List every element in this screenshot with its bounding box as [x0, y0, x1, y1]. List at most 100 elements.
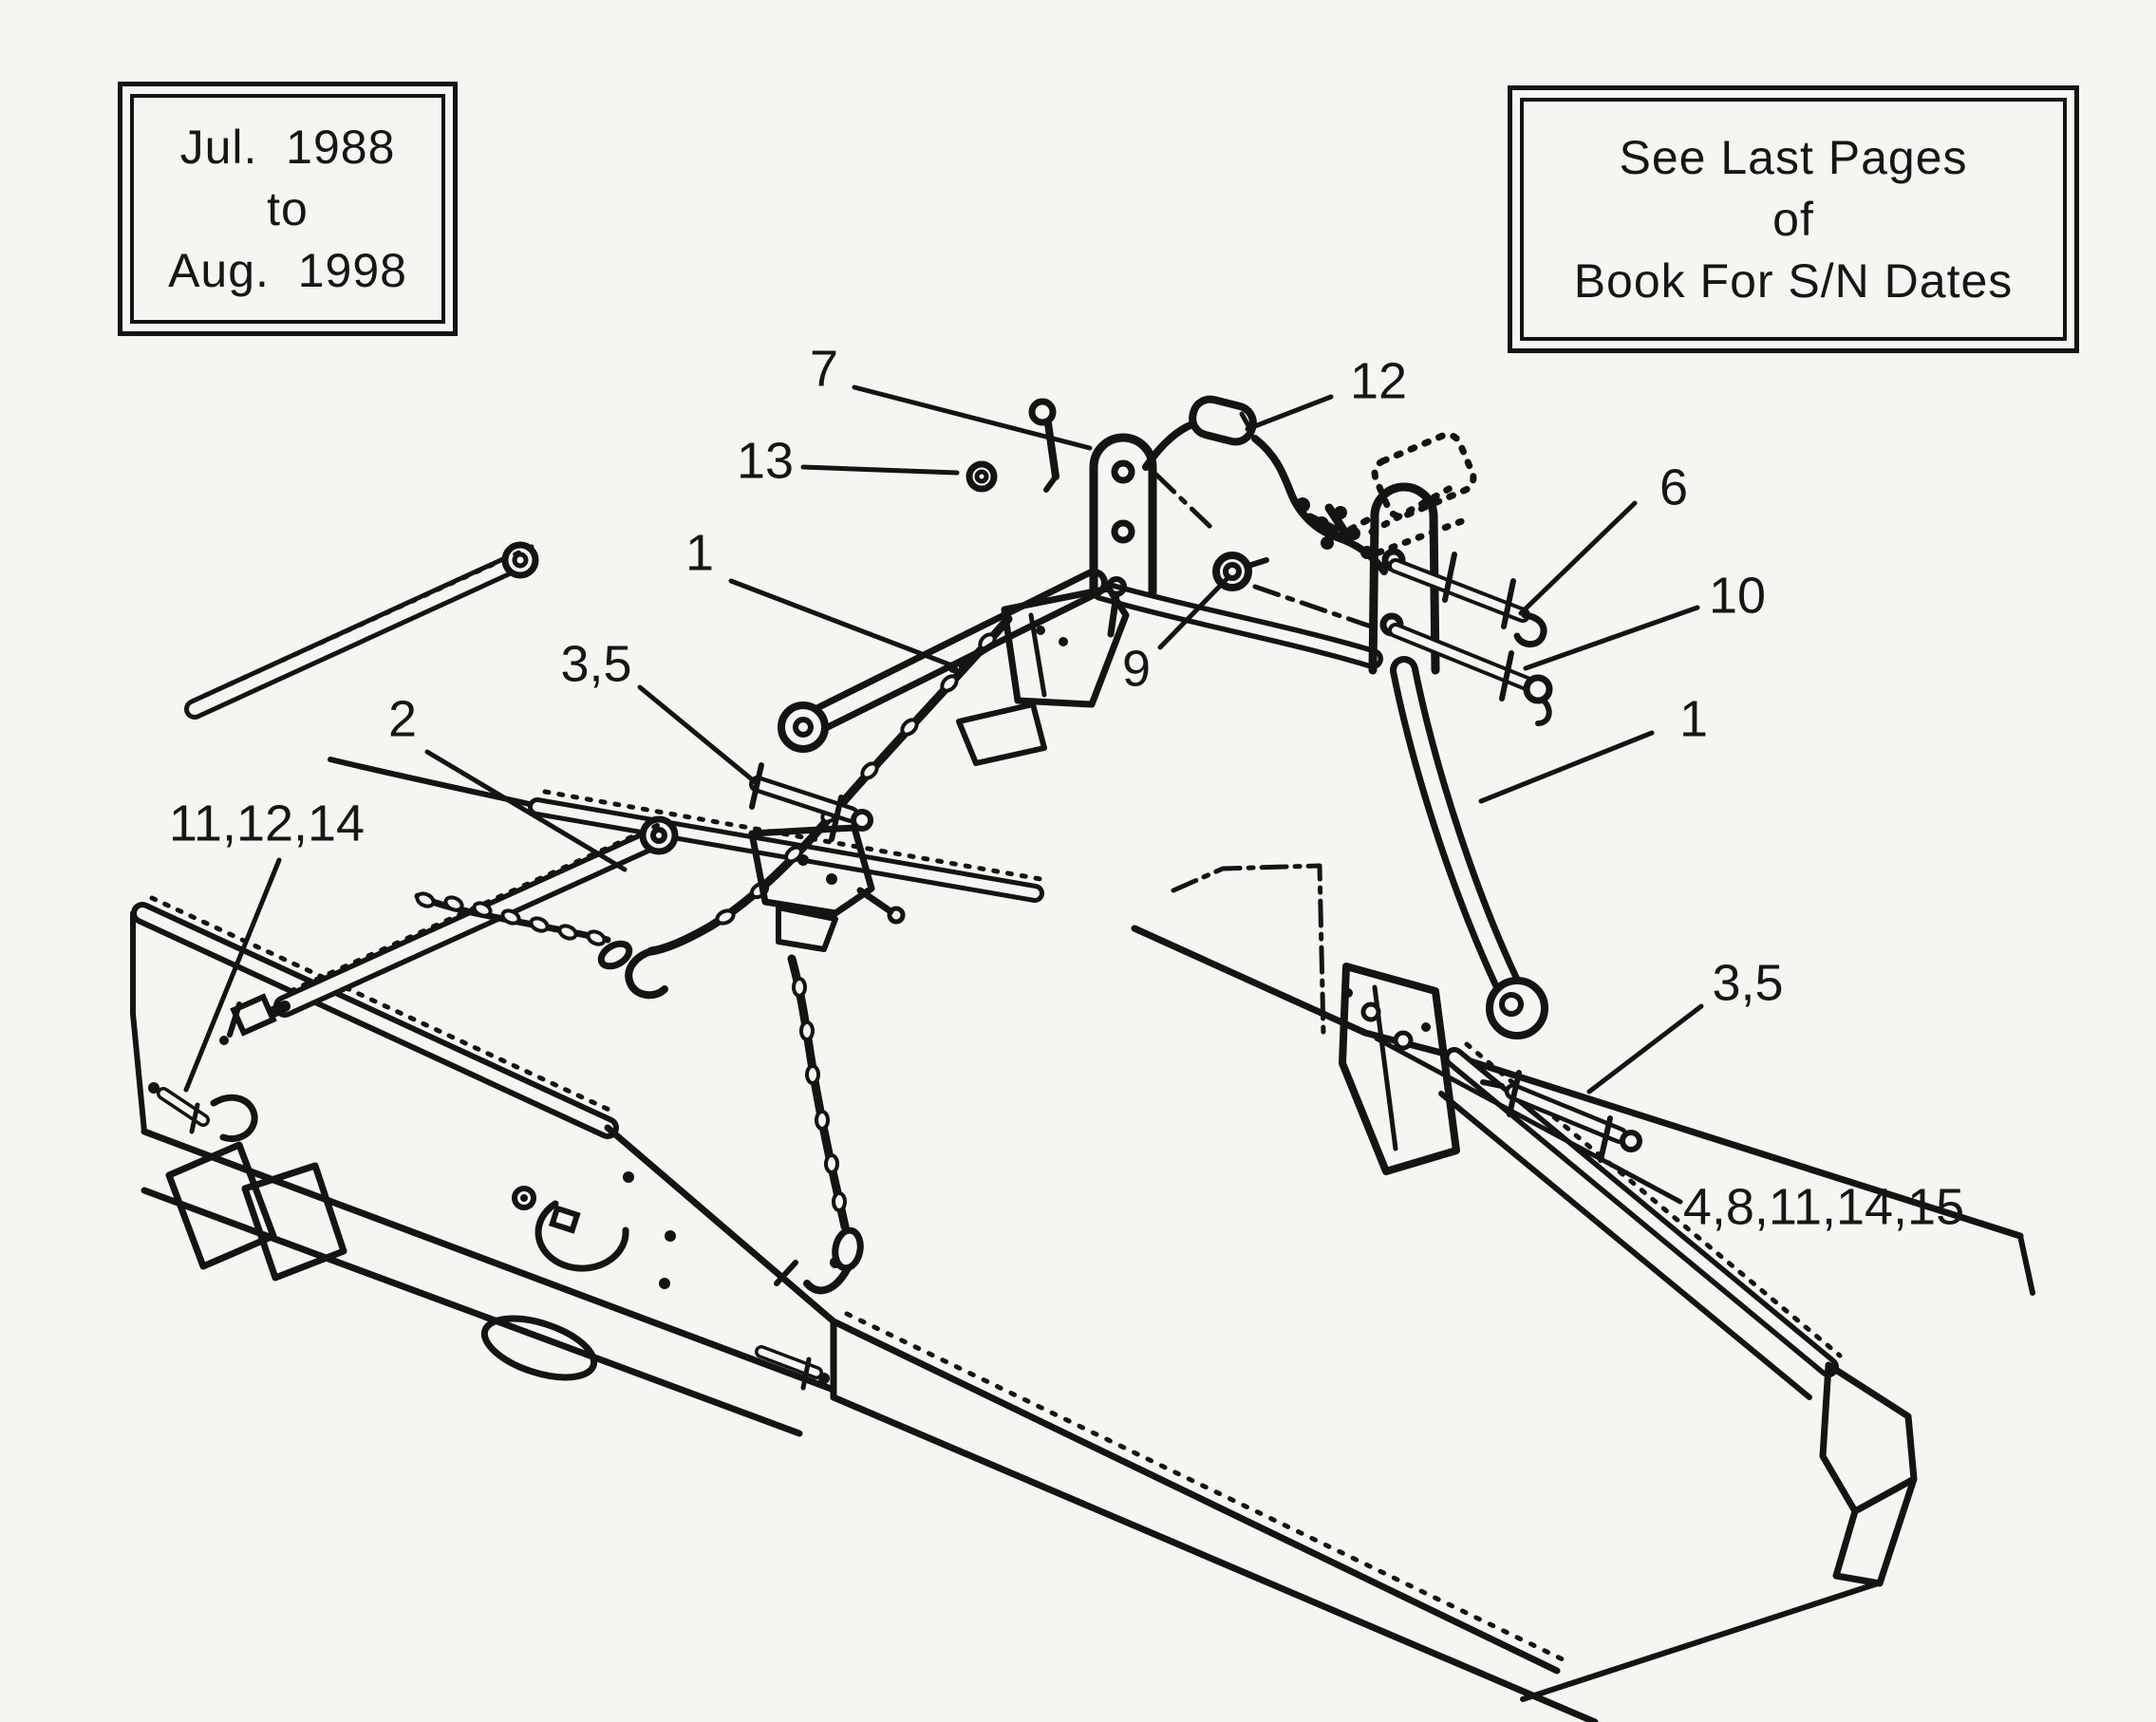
- right-arm-face: [1397, 663, 1525, 1012]
- pin35L-tick-2: [829, 795, 844, 842]
- bottom-chain-hook: [803, 1264, 852, 1295]
- bushing9-edge: [1246, 557, 1269, 569]
- leader-11-12-14: [183, 857, 282, 1093]
- chain-link: [860, 761, 879, 780]
- small-lynch-pin-shaft: [1107, 590, 1120, 638]
- deck-front-right-edge: [1520, 1581, 1881, 1702]
- deck-front-edge-serration: [844, 1311, 1565, 1662]
- center-bracket: [948, 576, 1130, 766]
- bar2-clevis-pin-dot: [219, 1036, 229, 1045]
- center-bracket-plate: [1001, 585, 1130, 708]
- ghost-shaft-line-2: [1375, 515, 1473, 556]
- deck-front-edge: [830, 1318, 1561, 1675]
- chain-link: [784, 845, 803, 864]
- callout-13: 13: [737, 432, 794, 489]
- right-bracket-hidden-outline: [1171, 863, 1326, 1038]
- lower-bar-part2: [219, 815, 679, 1045]
- nut-part13: [966, 460, 998, 493]
- upper-left-bar: [184, 541, 539, 720]
- bushing-part9: [1212, 552, 1269, 591]
- ghost-shaft-line-1: [1368, 484, 1454, 535]
- chain-link: [799, 1020, 815, 1041]
- upper-bar-face: [189, 554, 526, 715]
- callout-9: 9: [1122, 640, 1151, 697]
- left-anchor-stud-nut: [887, 906, 906, 925]
- bottom-chain-plate: [774, 1260, 798, 1286]
- sn-note-line-3: Book For S/N Dates: [1573, 253, 2014, 308]
- left-anchor-foot: [776, 905, 838, 952]
- leader-35-left: [637, 684, 760, 787]
- callout-10: 10: [1709, 567, 1766, 624]
- knot-link-6: [1360, 546, 1374, 559]
- leader-12: [1245, 394, 1334, 432]
- left-anchor-plate: [748, 824, 875, 917]
- callout-4-8-11-14-15: 4,8,11,14,15: [1683, 1178, 1964, 1235]
- deck-front-edge-lip: [830, 1394, 1599, 1722]
- leader-lines: [183, 384, 1704, 1205]
- left-anchor-bolt-1: [797, 854, 809, 866]
- callout-12: 12: [1350, 352, 1407, 409]
- deck: [130, 757, 2035, 1722]
- chain-link: [557, 924, 578, 941]
- pin35R-tick-1: [1507, 1070, 1522, 1117]
- right-bracket-hole-1: [1343, 988, 1353, 998]
- left-arm-face: [796, 575, 1101, 735]
- ghost-part-outline: [1371, 431, 1477, 520]
- leader-2: [424, 749, 628, 872]
- sn-note-line-1: See Last Pages: [1619, 130, 1968, 184]
- leader-4-8-11-14-15: [1374, 1036, 1683, 1205]
- date-range-box-inner: Jul. 1988 to Aug. 1998: [130, 94, 445, 324]
- top-chain-left: [1142, 421, 1196, 471]
- bar2-face: [278, 831, 664, 1013]
- deck-gusset-plate-2: [241, 1162, 347, 1282]
- left-chain-hook: [625, 947, 668, 1000]
- deck-front-left-edge: [141, 1128, 837, 1394]
- deck-corner-fold: [1819, 1361, 1918, 1515]
- deck-left-end: [130, 910, 147, 1134]
- pin35R-face: [1509, 1087, 1624, 1140]
- right-bracket-plate: [1339, 963, 1460, 1175]
- knot-bar-1: [1305, 513, 1340, 534]
- pivot-axis-right: [1252, 584, 1379, 631]
- callout-7: 7: [810, 340, 838, 397]
- deck-clevis-lug: [210, 1094, 258, 1142]
- sn-note-line-2: of: [1772, 192, 1814, 246]
- leader-35-right: [1586, 1003, 1704, 1095]
- pin7-shaft: [1044, 420, 1059, 480]
- deck-right-tip-edge: [2017, 1233, 2035, 1296]
- date-range-line-3: Aug. 1998: [168, 243, 407, 297]
- cross-member-face: [1096, 585, 1378, 664]
- bottom-bolt-dot: [520, 1194, 528, 1202]
- left-anchor-bolt-2: [826, 873, 837, 885]
- chain-link: [940, 674, 959, 693]
- bar2-rounded-end: [639, 815, 679, 855]
- pin11-tick: [189, 1102, 200, 1134]
- knot-link-1: [1295, 497, 1310, 513]
- deck-left-rail-to-corner: [604, 1124, 837, 1325]
- bolt6-clevis-end: [1513, 611, 1547, 647]
- left-chain-clevis: [597, 940, 633, 970]
- date-range-line-2: to: [267, 181, 309, 235]
- chain-link: [792, 977, 807, 998]
- right-bracket-hole-2: [1421, 1022, 1431, 1032]
- hardware: [148, 398, 1642, 1391]
- bar2-end-hole: [650, 827, 667, 844]
- left-mast-lower-hole: [1111, 519, 1135, 544]
- chain-link: [586, 929, 607, 946]
- pin35L-head: [851, 809, 873, 832]
- corner-pin-tick: [800, 1357, 812, 1391]
- date-range-line-1: Jul. 1988: [179, 120, 396, 174]
- pin-part10: [1388, 623, 1553, 726]
- deck-round-opening: [534, 1200, 629, 1272]
- left-mast-top-hole: [1111, 459, 1135, 484]
- bolt6-shaft-face: [1392, 562, 1527, 619]
- chain-link: [472, 901, 493, 918]
- pin11-head: [148, 1082, 159, 1094]
- sn-note-box: See Last Pages of Book For S/N Dates: [1508, 85, 2079, 353]
- chain-link: [832, 1191, 847, 1212]
- deck-left-rail-face: [137, 908, 613, 1133]
- leader-1-left: [728, 578, 952, 667]
- right-bracket-bolt-2: [1393, 1030, 1414, 1051]
- corner-pin-head: [818, 1373, 830, 1384]
- callout-11-12-14: 11,12,14: [169, 795, 365, 852]
